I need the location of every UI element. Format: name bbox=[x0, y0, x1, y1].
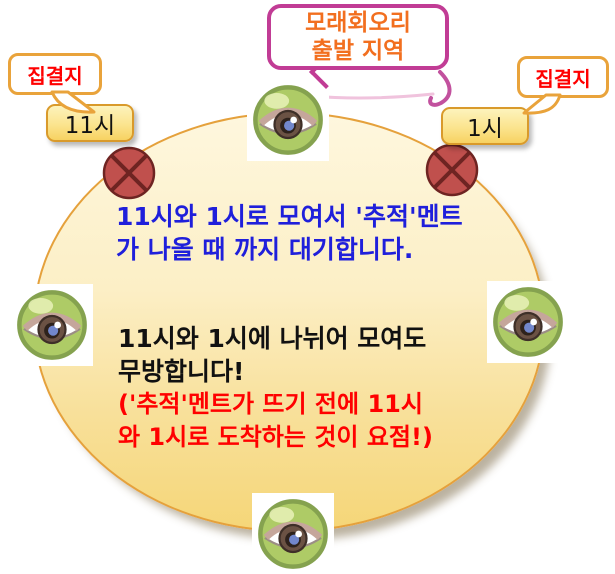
wait-instruction-line2: 가 나올 때 까지 대기합니다. bbox=[116, 235, 414, 264]
departure-bubble: 모래회오리 출발 지역 bbox=[267, 4, 449, 70]
split-instruction-line2: 무방합니다! bbox=[118, 357, 245, 386]
split-instruction-note-line2: 와 1시로 도착하는 것이 요점!) bbox=[118, 423, 433, 451]
departure-bubble-line2: 출발 지역 bbox=[311, 38, 405, 64]
split-instruction-note-line1: ('추적'멘트가 뜨기 전에 11시 bbox=[118, 390, 423, 418]
assembly-callout-left: 집결지 bbox=[8, 53, 102, 95]
split-instruction-line1: 11시와 1시에 나뉘어 모여도 bbox=[118, 324, 427, 353]
wait-instruction-text: 11시와 1시로 모여서 '추적'멘트 가 나올 때 까지 대기합니다. bbox=[116, 200, 463, 266]
eye-icon bbox=[493, 287, 563, 357]
time-label-11-text: 11시 bbox=[64, 113, 116, 139]
crossed-circle-icon-right bbox=[425, 143, 479, 197]
time-label-11: 11시 bbox=[46, 104, 134, 142]
eye-icon bbox=[253, 85, 323, 155]
eye-icon-left bbox=[11, 284, 93, 366]
assembly-callout-right-label: 집결지 bbox=[535, 66, 591, 91]
time-label-1: 1시 bbox=[441, 107, 529, 145]
crossed-circle-icon-left bbox=[102, 146, 156, 200]
wait-instruction-line1: 11시와 1시로 모여서 '추적'멘트 bbox=[116, 202, 463, 231]
eye-icon-bottom bbox=[252, 493, 334, 574]
eye-icon-top bbox=[247, 79, 329, 161]
split-instruction-text: 11시와 1시에 나뉘어 모여도 무방합니다! ('추적'멘트가 뜨기 전에 1… bbox=[118, 322, 468, 454]
assembly-callout-right: 집결지 bbox=[517, 56, 609, 98]
time-label-1-text: 1시 bbox=[467, 116, 503, 142]
eye-icon bbox=[17, 290, 87, 360]
eye-icon bbox=[258, 499, 328, 569]
eye-icon-right bbox=[487, 281, 569, 363]
assembly-callout-left-label: 집결지 bbox=[27, 63, 83, 88]
departure-bubble-line1: 모래회오리 bbox=[305, 10, 411, 36]
